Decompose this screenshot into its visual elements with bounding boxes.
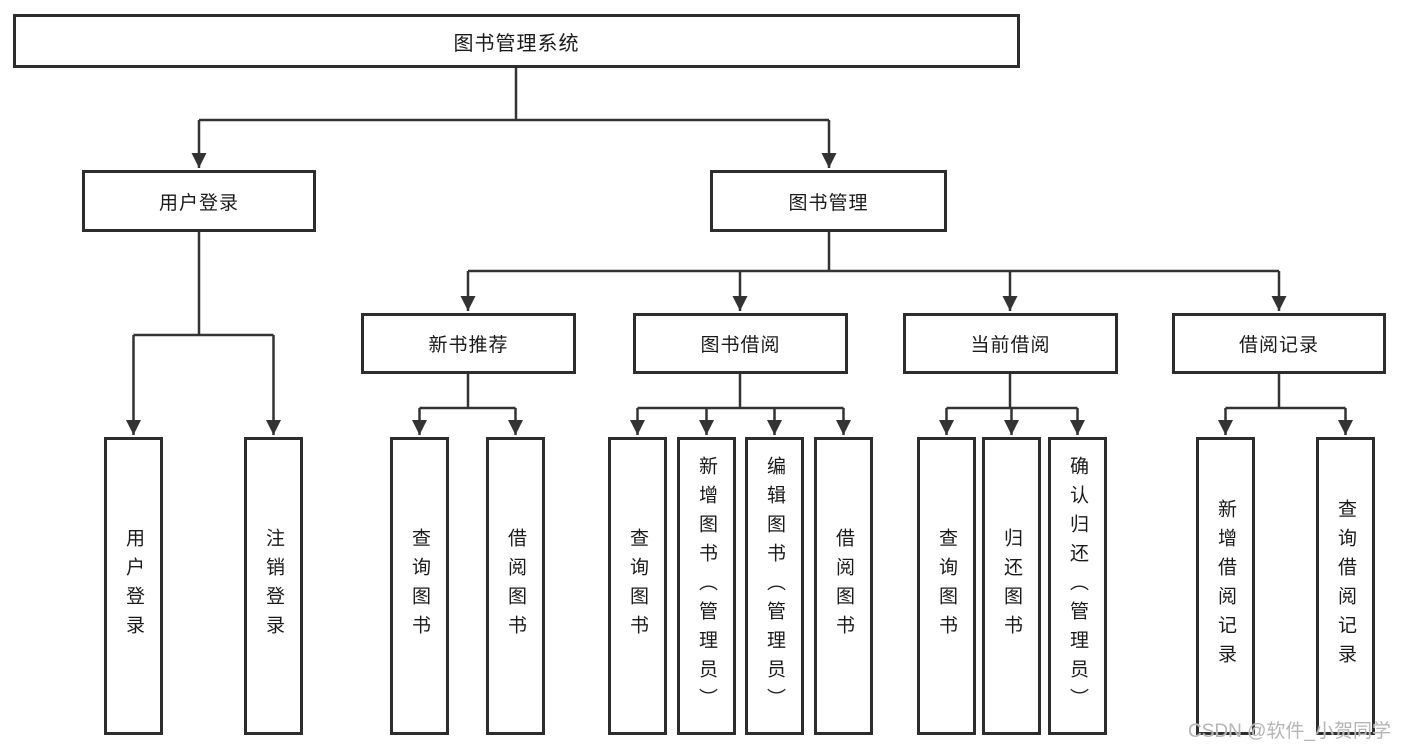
- leaf-query-borrow-record: 查询借阅记录: [1316, 437, 1375, 735]
- leaf-add-borrow-record: 新增借阅记录: [1196, 437, 1255, 735]
- leaf-edit-books-admin: 编辑图书（管理员）: [745, 437, 804, 735]
- node-new-book-recommendation: 新书推荐: [361, 313, 576, 374]
- leaf-borrow-books-1-label: 借阅图书: [505, 528, 526, 644]
- node-borrowing-records-label: 借阅记录: [1238, 335, 1319, 356]
- node-book-management: 图书管理: [710, 170, 947, 232]
- leaf-query-books-1: 查询图书: [390, 437, 449, 735]
- leaf-add-books-admin-label: 新增图书（管理员）: [696, 455, 717, 717]
- leaf-borrow-books-2: 借阅图书: [814, 437, 873, 735]
- leaf-user-login-label: 用户登录: [123, 528, 144, 644]
- node-user-login: 用户登录: [82, 170, 316, 232]
- leaf-query-borrow-record-label: 查询借阅记录: [1335, 499, 1356, 673]
- node-user-login-label: 用户登录: [158, 192, 239, 214]
- leaf-query-books-2-label: 查询图书: [627, 528, 648, 644]
- leaf-user-login: 用户登录: [104, 437, 163, 735]
- leaf-add-books-admin: 新增图书（管理员）: [677, 437, 736, 735]
- node-current-borrowing: 当前借阅: [903, 313, 1118, 374]
- node-new-book-recommendation-label: 新书推荐: [428, 335, 509, 356]
- leaf-edit-books-admin-label: 编辑图书（管理员）: [764, 455, 785, 717]
- leaf-logout-label: 注销登录: [263, 528, 284, 644]
- leaf-query-books-2: 查询图书: [608, 437, 667, 735]
- leaf-query-books-1-label: 查询图书: [409, 528, 430, 644]
- leaf-logout: 注销登录: [244, 437, 303, 735]
- leaf-borrow-books-2-label: 借阅图书: [833, 528, 854, 644]
- leaf-query-books-3: 查询图书: [917, 437, 976, 735]
- node-book-borrowing-label: 图书借阅: [700, 335, 781, 356]
- node-book-borrowing: 图书借阅: [633, 313, 848, 374]
- leaf-return-books-label: 归还图书: [1001, 528, 1022, 644]
- node-book-management-label: 图书管理: [788, 192, 869, 214]
- leaf-confirm-return-admin-label: 确认归还（管理员）: [1067, 455, 1088, 717]
- leaf-query-books-3-label: 查询图书: [936, 528, 957, 644]
- leaf-return-books: 归还图书: [982, 437, 1041, 735]
- leaf-add-borrow-record-label: 新增借阅记录: [1215, 499, 1236, 673]
- leaf-confirm-return-admin: 确认归还（管理员）: [1048, 437, 1107, 735]
- node-root-label: 图书管理系统: [453, 32, 580, 55]
- node-current-borrowing-label: 当前借阅: [970, 335, 1051, 356]
- node-root: 图书管理系统: [13, 14, 1020, 68]
- leaf-borrow-books-1: 借阅图书: [486, 437, 545, 735]
- node-borrowing-records: 借阅记录: [1172, 313, 1386, 374]
- csdn-watermark: CSDN @软件_小贺同学: [1188, 721, 1391, 742]
